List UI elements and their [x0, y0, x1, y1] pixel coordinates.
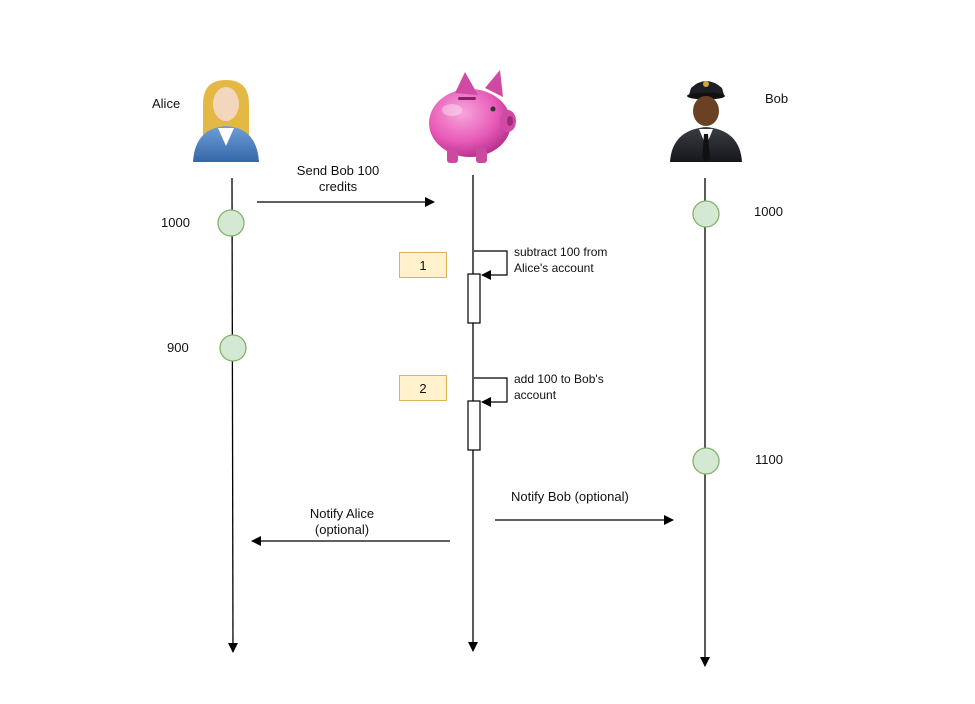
- bob-balance-end: 1100: [755, 452, 783, 467]
- notify-alice-label: Notify Alice (optional): [309, 506, 375, 537]
- bob-state-start: [692, 200, 720, 228]
- send-message-label: Send Bob 100 credits: [296, 163, 380, 194]
- step-1-badge: 1: [399, 252, 447, 278]
- self-call-1: [474, 250, 508, 280]
- alice-balance-end: 900: [167, 340, 189, 355]
- bob-balance-start: 1000: [754, 204, 783, 219]
- step-2-text: add 100 to Bob's account: [514, 372, 604, 402]
- activation-bar-1: [467, 273, 481, 324]
- bob-avatar-icon: [670, 81, 742, 162]
- notify-bob-label: Notify Bob (optional): [511, 489, 629, 504]
- alice-avatar-icon: [193, 80, 259, 162]
- self-call-2: [474, 377, 508, 407]
- step-2-badge: 2: [399, 375, 447, 401]
- activation-bar-2: [467, 400, 481, 451]
- bob-name: Bob: [765, 91, 789, 106]
- alice-lifeline: [227, 177, 238, 653]
- piggy-bank-icon: [429, 70, 516, 163]
- alice-name: Alice: [152, 96, 181, 111]
- alice-state-end: [219, 334, 247, 362]
- bob-state-end: [692, 447, 720, 475]
- alice-balance-start: 1000: [161, 215, 190, 230]
- alice-state-start: [217, 209, 245, 237]
- step-1-text: subtract 100 from Alice's account: [514, 245, 608, 275]
